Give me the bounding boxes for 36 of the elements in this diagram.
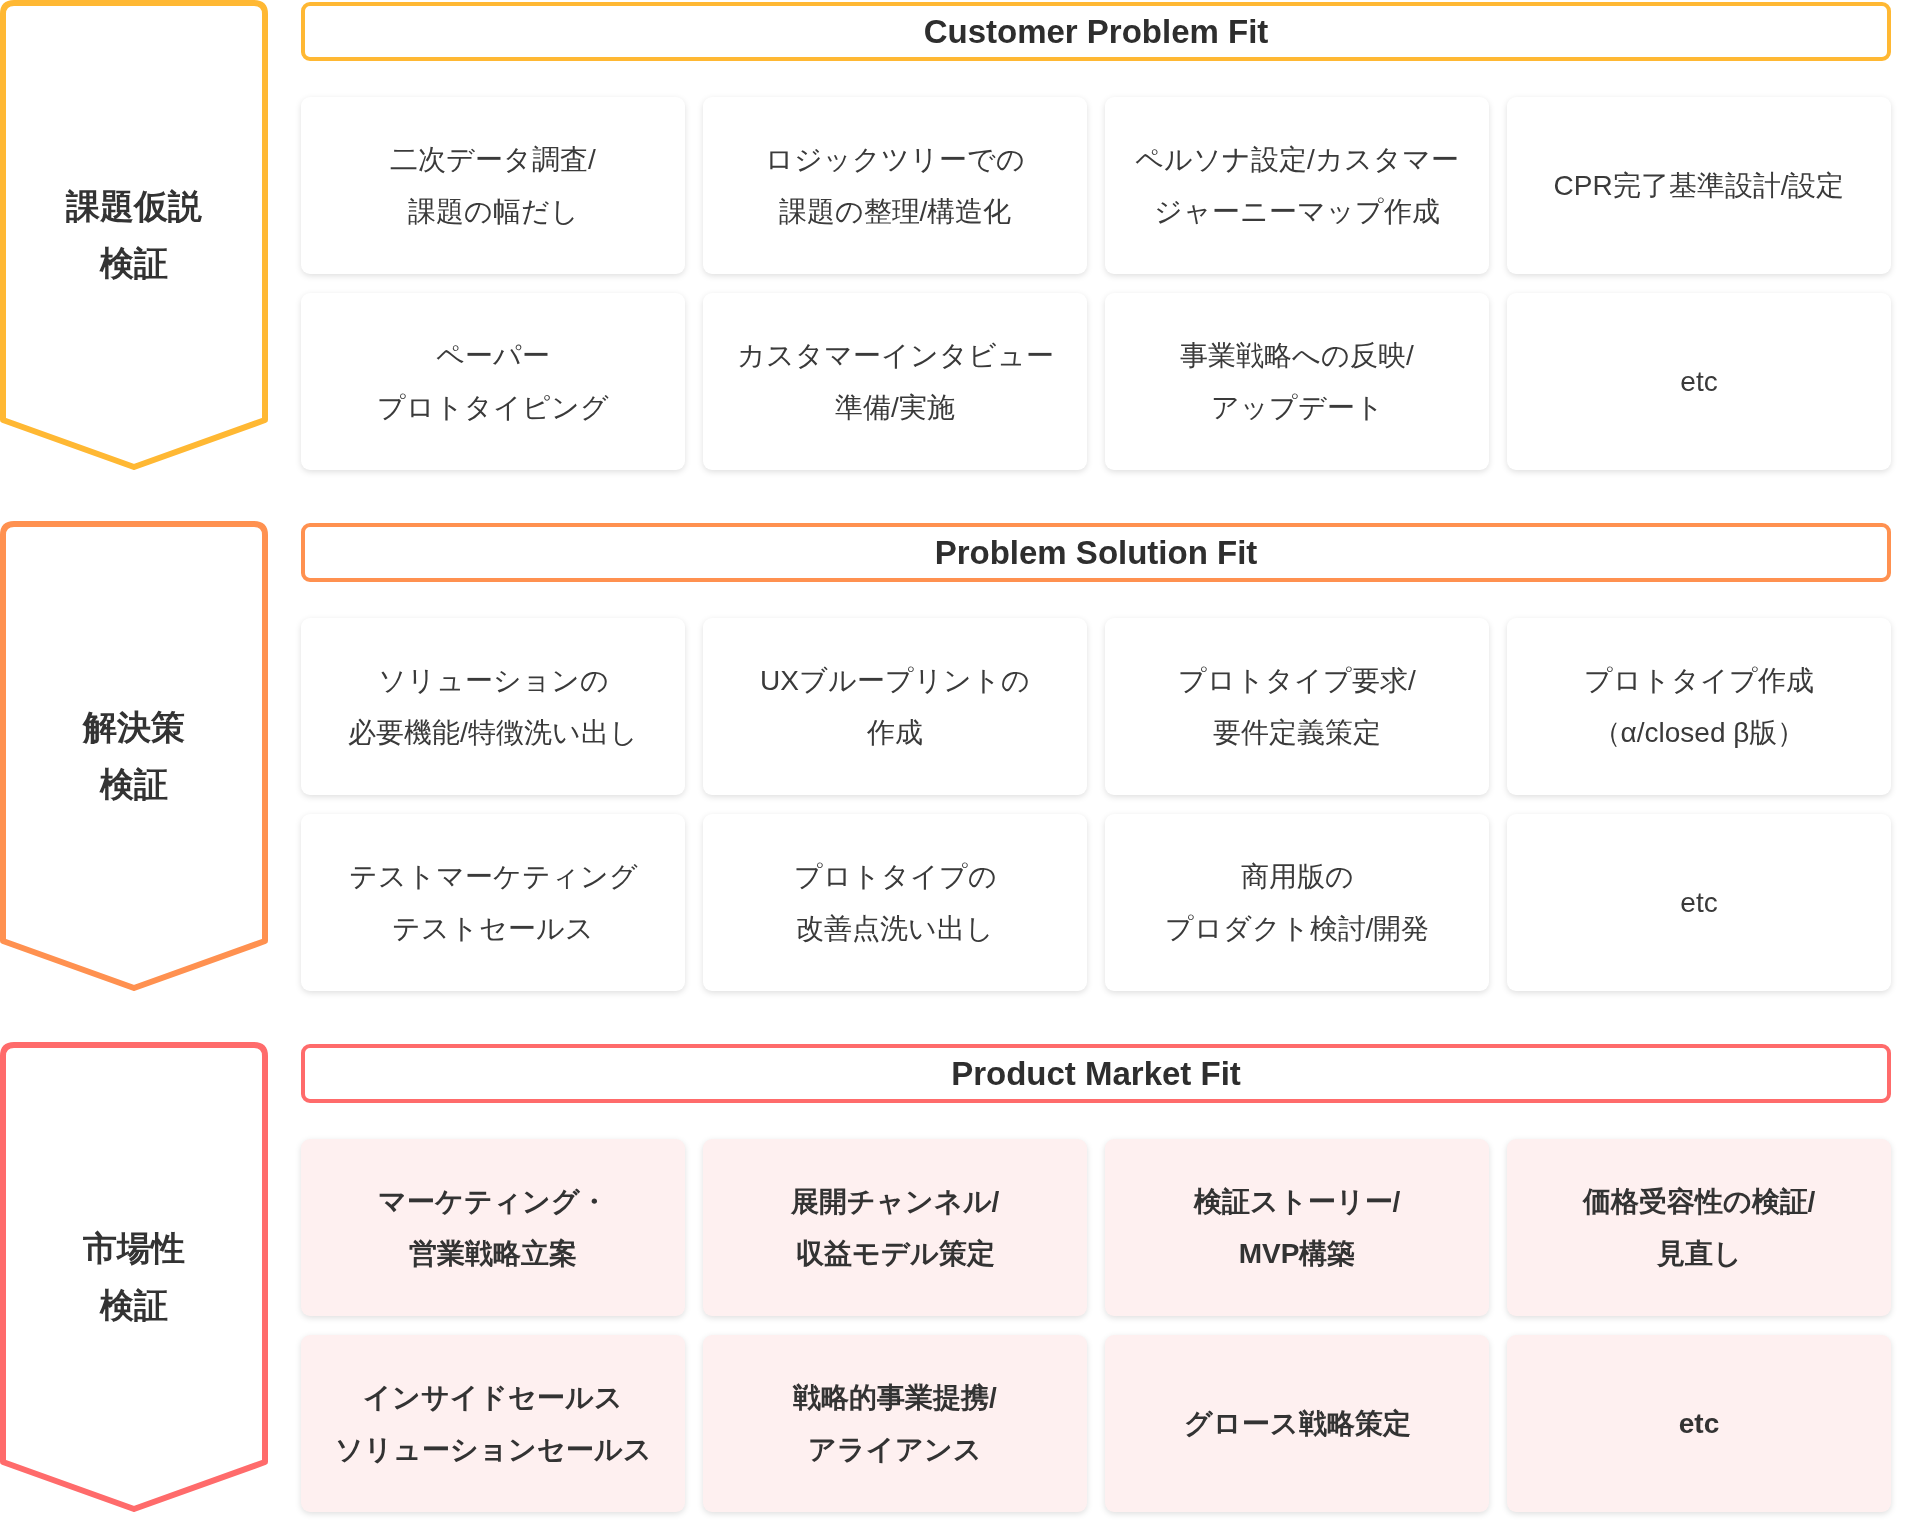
task-label: 検証ストーリー/MVP構築 — [1193, 1184, 1401, 1271]
task-label: プロトタイプ要求/要件定義策定 — [1178, 663, 1416, 750]
task-label: 二次データ調査/課題の幅だし — [390, 142, 596, 229]
phase-chevron — [0, 1042, 268, 1512]
task-label: プロトタイプの改善点洗い出し — [793, 859, 997, 946]
task-label: カスタマーインタビュー準備/実施 — [736, 338, 1054, 425]
task-label: 価格受容性の検証/見直し — [1582, 1184, 1816, 1271]
phase-chevron — [0, 521, 268, 991]
stage-title: Customer Problem Fit — [923, 11, 1269, 52]
task-label: 商用版のプロダクト検討/開発 — [1164, 859, 1430, 946]
task-label: ロジックツリーでの課題の整理/構造化 — [765, 142, 1025, 229]
task-label: CPR完了基準設計/設定 — [1553, 168, 1845, 203]
task-label: etc — [1680, 364, 1718, 399]
task-label: テストマーケティングテストセールス — [348, 859, 638, 946]
phase-title: 市場性検証 — [83, 1228, 185, 1326]
task-label: 戦略的事業提携/アライアンス — [793, 1380, 997, 1467]
phase-title: 解決策検証 — [83, 707, 185, 805]
task-label: インサイドセールスソリューションセールス — [334, 1380, 652, 1467]
stage-header-bar — [301, 523, 1891, 582]
task-label: etc — [1680, 885, 1718, 920]
task-label: ソリューションの必要機能/特徴洗い出し — [348, 663, 638, 750]
task-label: UXブループリントの作成 — [760, 663, 1030, 750]
phase-title: 課題仮説検証 — [66, 186, 202, 284]
stage-title: Problem Solution Fit — [934, 532, 1258, 573]
task-label: グロース戦略策定 — [1183, 1406, 1411, 1441]
task-label: 事業戦略への反映/アップデート — [1180, 338, 1414, 425]
phase-chevron — [0, 0, 268, 470]
stage-header-bar — [301, 2, 1891, 61]
task-label: プロトタイプ作成（α/closed β版） — [1584, 663, 1814, 750]
task-label: 展開チャンネル/収益モデル策定 — [790, 1184, 1000, 1271]
task-label: ペーパープロトタイピング — [377, 338, 609, 425]
task-label: etc — [1678, 1406, 1720, 1441]
stage-title: Product Market Fit — [951, 1053, 1241, 1094]
stage-header-bar — [301, 1044, 1891, 1103]
task-label: ペルソナ設定/カスタマージャーニーマップ作成 — [1135, 142, 1459, 229]
task-label: マーケティング・営業戦略立案 — [378, 1184, 608, 1271]
